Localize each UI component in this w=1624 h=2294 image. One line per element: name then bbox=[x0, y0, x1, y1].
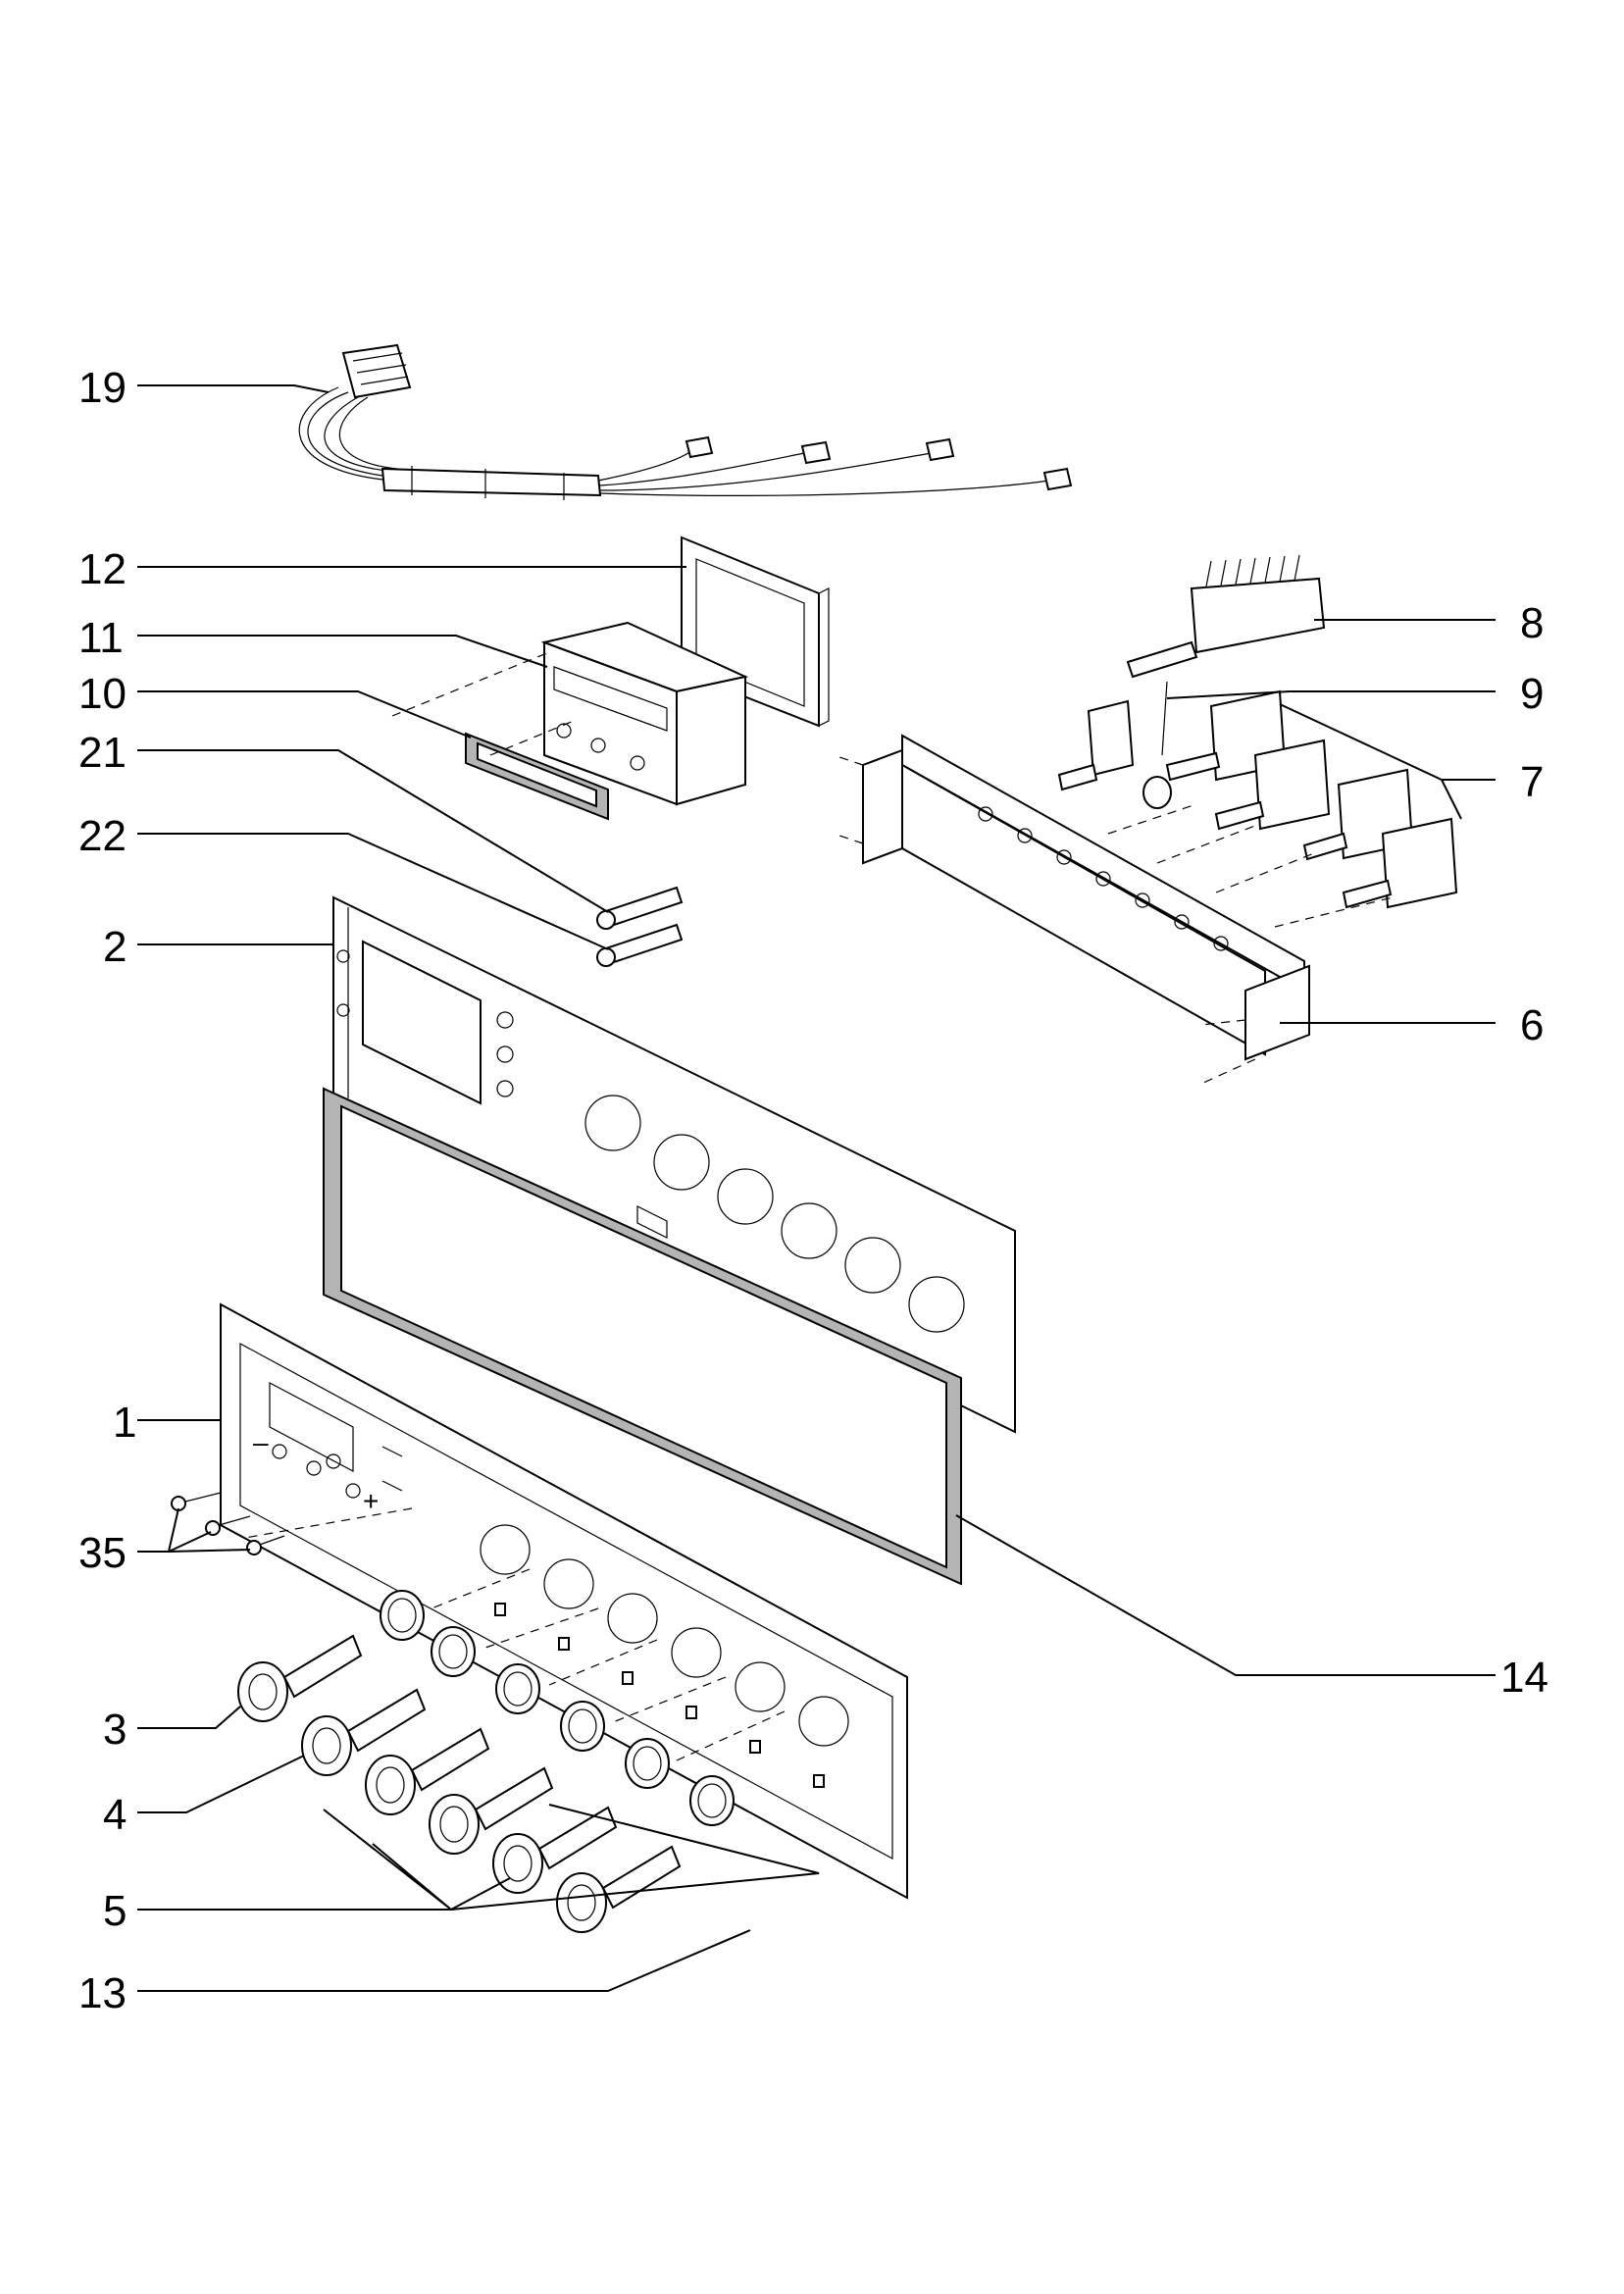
label-5: 5 bbox=[103, 1887, 127, 1935]
minus-symbol: – bbox=[253, 1427, 269, 1457]
assembly-lines bbox=[244, 651, 1394, 1761]
label-8: 8 bbox=[1520, 599, 1544, 647]
label-11: 11 bbox=[78, 614, 124, 662]
label-21: 21 bbox=[78, 729, 127, 777]
bezel-rings bbox=[380, 1590, 735, 1826]
screws bbox=[171, 1492, 285, 1555]
display-gasket bbox=[465, 732, 609, 821]
label-13: 13 bbox=[78, 1969, 127, 2017]
label-12: 12 bbox=[78, 545, 127, 593]
rear-panel bbox=[332, 895, 1016, 1434]
label-4: 4 bbox=[103, 1791, 127, 1839]
leader-lines bbox=[137, 384, 1496, 1992]
label-2: 2 bbox=[103, 923, 127, 971]
label-9: 9 bbox=[1520, 670, 1544, 718]
wiring-harness bbox=[298, 343, 1073, 500]
rotary-switch bbox=[1126, 554, 1326, 679]
switch-bracket bbox=[833, 734, 1310, 1085]
energy-regulators bbox=[1165, 689, 1458, 909]
label-1: 1 bbox=[113, 1399, 136, 1447]
label-19: 19 bbox=[78, 364, 127, 412]
label-7: 7 bbox=[1520, 758, 1544, 806]
thermostat bbox=[1057, 681, 1172, 809]
plus-symbol: + bbox=[363, 1486, 379, 1516]
label-35: 35 bbox=[78, 1529, 127, 1577]
part-number-labels: 19 12 11 10 21 22 2 8 9 7 6 1 35 14 3 4 … bbox=[78, 364, 1548, 2017]
front-gasket bbox=[323, 1087, 962, 1586]
label-10: 10 bbox=[78, 670, 127, 718]
label-14: 14 bbox=[1500, 1654, 1548, 1702]
timer-module bbox=[540, 621, 749, 806]
label-22: 22 bbox=[78, 812, 127, 860]
label-3: 3 bbox=[103, 1706, 127, 1754]
label-6: 6 bbox=[1520, 1001, 1544, 1049]
front-panel: – + bbox=[220, 1302, 908, 1900]
control-knobs bbox=[237, 1634, 682, 1933]
indicator-lamps bbox=[596, 886, 684, 967]
